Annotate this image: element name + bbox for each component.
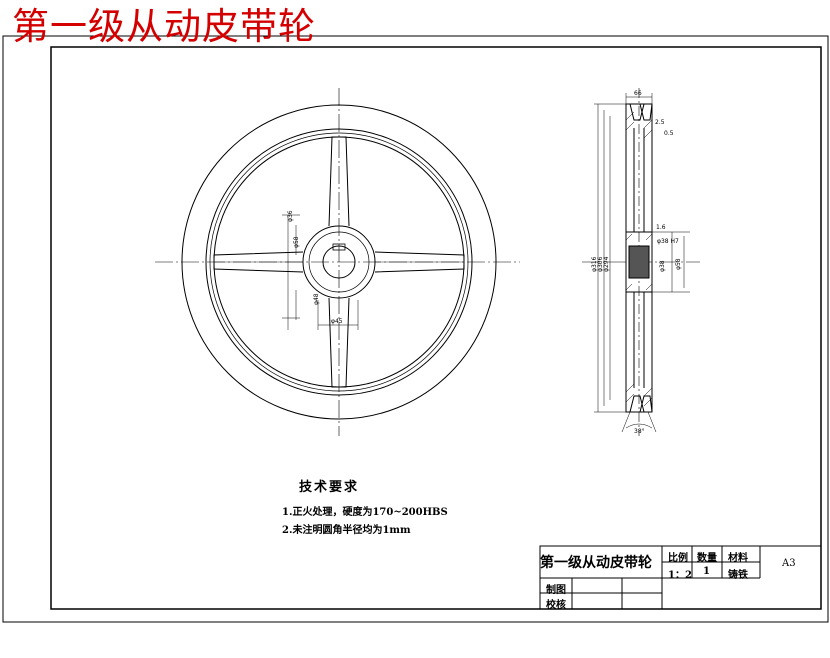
side-dim-hub-text: φ58 (675, 258, 682, 270)
front-view (155, 88, 520, 436)
side-angle-leg2 (647, 411, 657, 433)
side-dim-od3-text: φ294 (603, 256, 610, 272)
tb-scale-label: 比例 (668, 553, 688, 564)
tb-sheet-size: A3 (782, 558, 796, 569)
side-view (582, 88, 700, 436)
tb-checked-label: 校核 (546, 600, 566, 611)
side-hatch (625, 111, 653, 407)
inner-border (50, 46, 822, 610)
side-dim-groove2-text: 0.5 (664, 130, 674, 137)
tb-material-value: 铸铁 (728, 570, 748, 581)
tb-scale-value: 1：2 (668, 570, 692, 581)
tb-material-label: 材料 (728, 553, 748, 564)
groove-bottom-2 (639, 395, 653, 413)
side-dim-bore-text: φ38 (659, 260, 666, 272)
rim-inner-circle (205, 128, 473, 396)
side-hub (625, 231, 653, 293)
spoke-top (328, 136, 350, 227)
side-dim-od2-text: φ306 (597, 256, 604, 272)
rim-outer-circle (181, 104, 497, 420)
spoke-bottom (328, 297, 350, 388)
side-angle-text: 38° (634, 428, 645, 435)
side-dim-od1-text: φ316 (591, 256, 598, 272)
side-bore-hatch (628, 245, 650, 279)
side-dim-key-text: φ38 H7 (657, 238, 679, 245)
tech-requirement-1: 1.正火处理，硬度为170~200HBS (282, 507, 448, 518)
front-dim-d2: φ58 (293, 236, 300, 248)
front-dim-d3: φ48 (313, 293, 320, 305)
tb-part-name: 第一级从动皮带轮 (540, 555, 652, 571)
outer-border (2, 35, 829, 623)
hub-mid-circle (308, 231, 370, 293)
side-angle-leg1 (621, 411, 631, 433)
keyway (332, 243, 346, 251)
drawing-title: 第一级从动皮带轮 (12, 5, 316, 48)
side-dim-groove-text: 2.5 (655, 119, 665, 126)
front-dim-d1: φ36 (287, 210, 294, 222)
tb-drawn-label: 制图 (546, 585, 566, 596)
tb-qty-value: 1 (703, 566, 710, 577)
front-dim-d4: φ45 (331, 318, 343, 325)
groove-top-2 (639, 103, 653, 121)
tb-qty-label: 数量 (697, 553, 717, 564)
side-dim-groove3-text: 1.6 (656, 224, 666, 231)
tech-requirement-2: 2.未注明圆角半径均为1mm (282, 525, 411, 536)
bore-circle (322, 245, 356, 279)
tech-requirements-title: 技术要求 (299, 480, 360, 495)
rim-inner-circle-2 (209, 132, 469, 392)
side-dim-width-text: 66 (634, 90, 642, 97)
title-block (539, 545, 822, 610)
side-angle-arc (625, 423, 653, 429)
